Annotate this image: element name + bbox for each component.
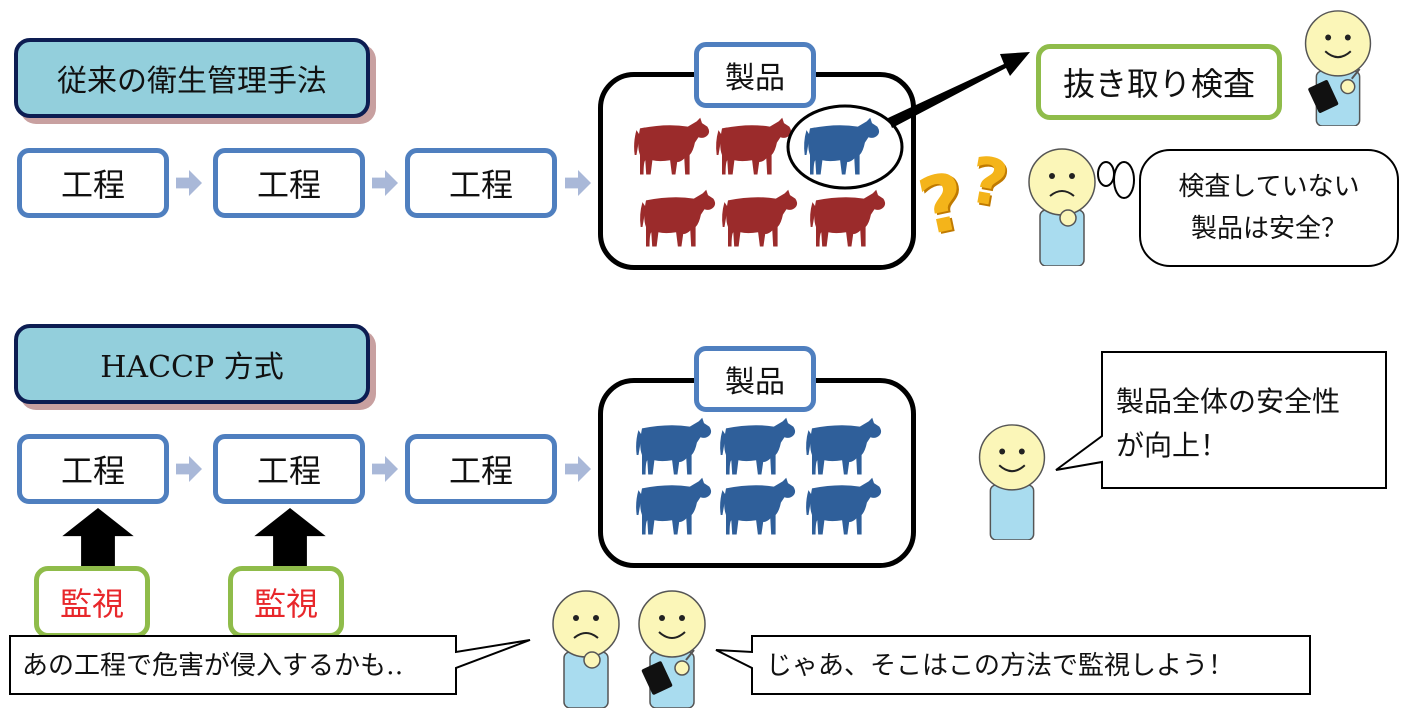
top-section-title: 従来の衛生管理手法 (14, 38, 370, 118)
top-step-3: 工程 (405, 148, 557, 218)
monitor-label-2: 監視 (253, 585, 318, 623)
bottom-section-title: HACCP 方式 (14, 324, 370, 404)
top-step-3-label: 工程 (448, 166, 513, 204)
bottom-step-2-label: 工程 (256, 452, 321, 490)
top-step-2-label: 工程 (256, 166, 321, 204)
sampling-inspection-box: 抜き取り検査 (1036, 44, 1282, 120)
bottom-step-3: 工程 (405, 434, 557, 504)
bottom-step-1-label: 工程 (60, 452, 125, 490)
thought-bubble-line-2: 製品は安全？ (1190, 214, 1347, 244)
bottom-section-title-text: HACCP 方式 (100, 350, 284, 385)
monitor-box-1: 監視 (34, 566, 150, 638)
top-product-label: 製品 (694, 42, 816, 108)
bottom-step-3-label: 工程 (448, 452, 513, 490)
thought-bubble-text: 検査していない 製品は安全？ (1140, 166, 1398, 250)
bottom-product-label: 製品 (694, 346, 816, 412)
monitor-label-1: 監視 (59, 585, 124, 623)
result-speech-line-2: が向上！ (1116, 429, 1229, 462)
bottom-product-label-text: 製品 (725, 365, 785, 400)
top-step-1: 工程 (17, 148, 169, 218)
top-section-title-text: 従来の衛生管理手法 (57, 64, 327, 99)
result-speech-line-1: 製品全体の安全性 (1116, 385, 1341, 418)
result-speech-text: 製品全体の安全性 が向上！ (1116, 380, 1384, 468)
sampling-inspection-label: 抜き取り検査 (1062, 65, 1255, 103)
worry-speech-text: あの工程で危害が侵入するかも‥ (22, 651, 404, 681)
top-step-2: 工程 (213, 148, 365, 218)
top-product-label-text: 製品 (725, 61, 785, 96)
bottom-step-1: 工程 (17, 434, 169, 504)
answer-speech-text: じゃあ、そこはこの方法で監視しよう！ (766, 651, 1235, 681)
monitor-box-2: 監視 (228, 566, 344, 638)
top-step-1-label: 工程 (60, 166, 125, 204)
thought-bubble-line-1: 検査していない (1178, 172, 1360, 202)
bottom-step-2: 工程 (213, 434, 365, 504)
